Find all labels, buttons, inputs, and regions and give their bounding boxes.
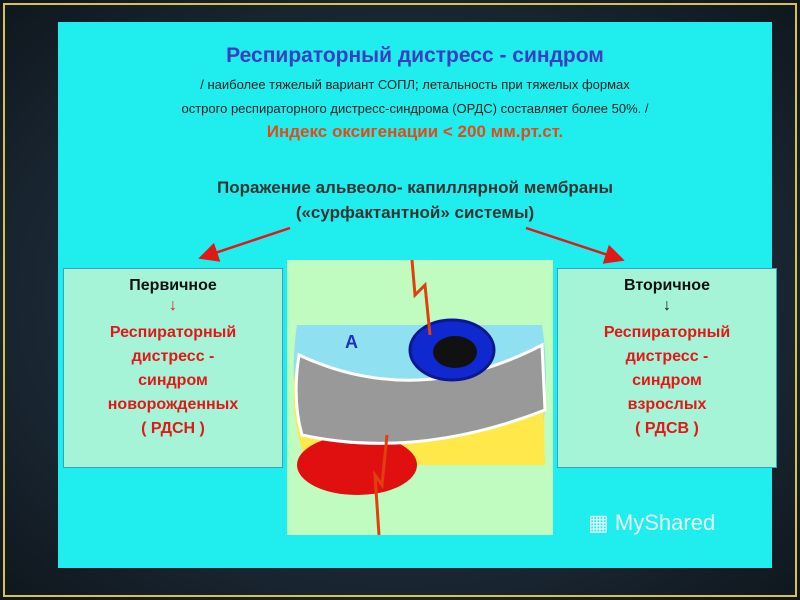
slide-title: Респираторный дистресс - синдром: [226, 44, 604, 67]
lightning-top-icon: [410, 259, 432, 336]
primary-line: ( РДСН ): [141, 420, 205, 437]
arrow-down-icon: ↓: [169, 297, 177, 314]
myshared-logo: ▦ MyShared: [588, 510, 716, 535]
primary-box: Первичное ↓ Респираторный дистресс - син…: [63, 268, 283, 468]
lightning-bottom-icon: [373, 434, 389, 536]
secondary-box: Вторичное ↓ Респираторный дистресс - син…: [557, 268, 777, 468]
arrow-right: [525, 226, 625, 264]
primary-line: Респираторный: [109, 324, 237, 341]
secondary-line: дистресс -: [625, 348, 709, 365]
subtitle-line-1: / наиболее тяжелый вариант СОПЛ; летальн…: [200, 77, 630, 92]
heading-line-2: («сурфактантной» системы): [295, 203, 535, 222]
secondary-label: Вторичное: [624, 277, 710, 294]
label-a: А: [345, 332, 358, 352]
primary-line: дистресс -: [131, 348, 215, 365]
secondary-line: синдром: [632, 372, 702, 389]
primary-line: синдром: [138, 372, 208, 389]
label-e: Э: [352, 445, 363, 462]
subtitle-line-2: острого респираторного дистресс-синдрома…: [181, 101, 649, 116]
branch-arrows: [198, 226, 625, 264]
primary-label: Первичное: [129, 277, 217, 294]
arrow-left: [198, 226, 291, 262]
secondary-line: Респираторный: [603, 324, 731, 341]
oxygenation-index: Индекс оксигенации < 200 мм.рт.ст.: [266, 122, 564, 141]
heading-line-1: Поражение альвеоло- капиллярной мембраны: [216, 178, 613, 197]
secondary-line: взрослых: [627, 396, 707, 413]
slide: Респираторный дистресс - синдром / наибо…: [58, 22, 777, 568]
arrow-down-icon: ↓: [663, 297, 671, 314]
presentation-icon: ▦: [588, 510, 615, 535]
alveolar-membrane-diagram: А Э: [287, 259, 553, 536]
primary-line: новорожденных: [107, 396, 239, 413]
secondary-line: ( РДСВ ): [635, 420, 699, 437]
slide-frame: [3, 3, 797, 597]
